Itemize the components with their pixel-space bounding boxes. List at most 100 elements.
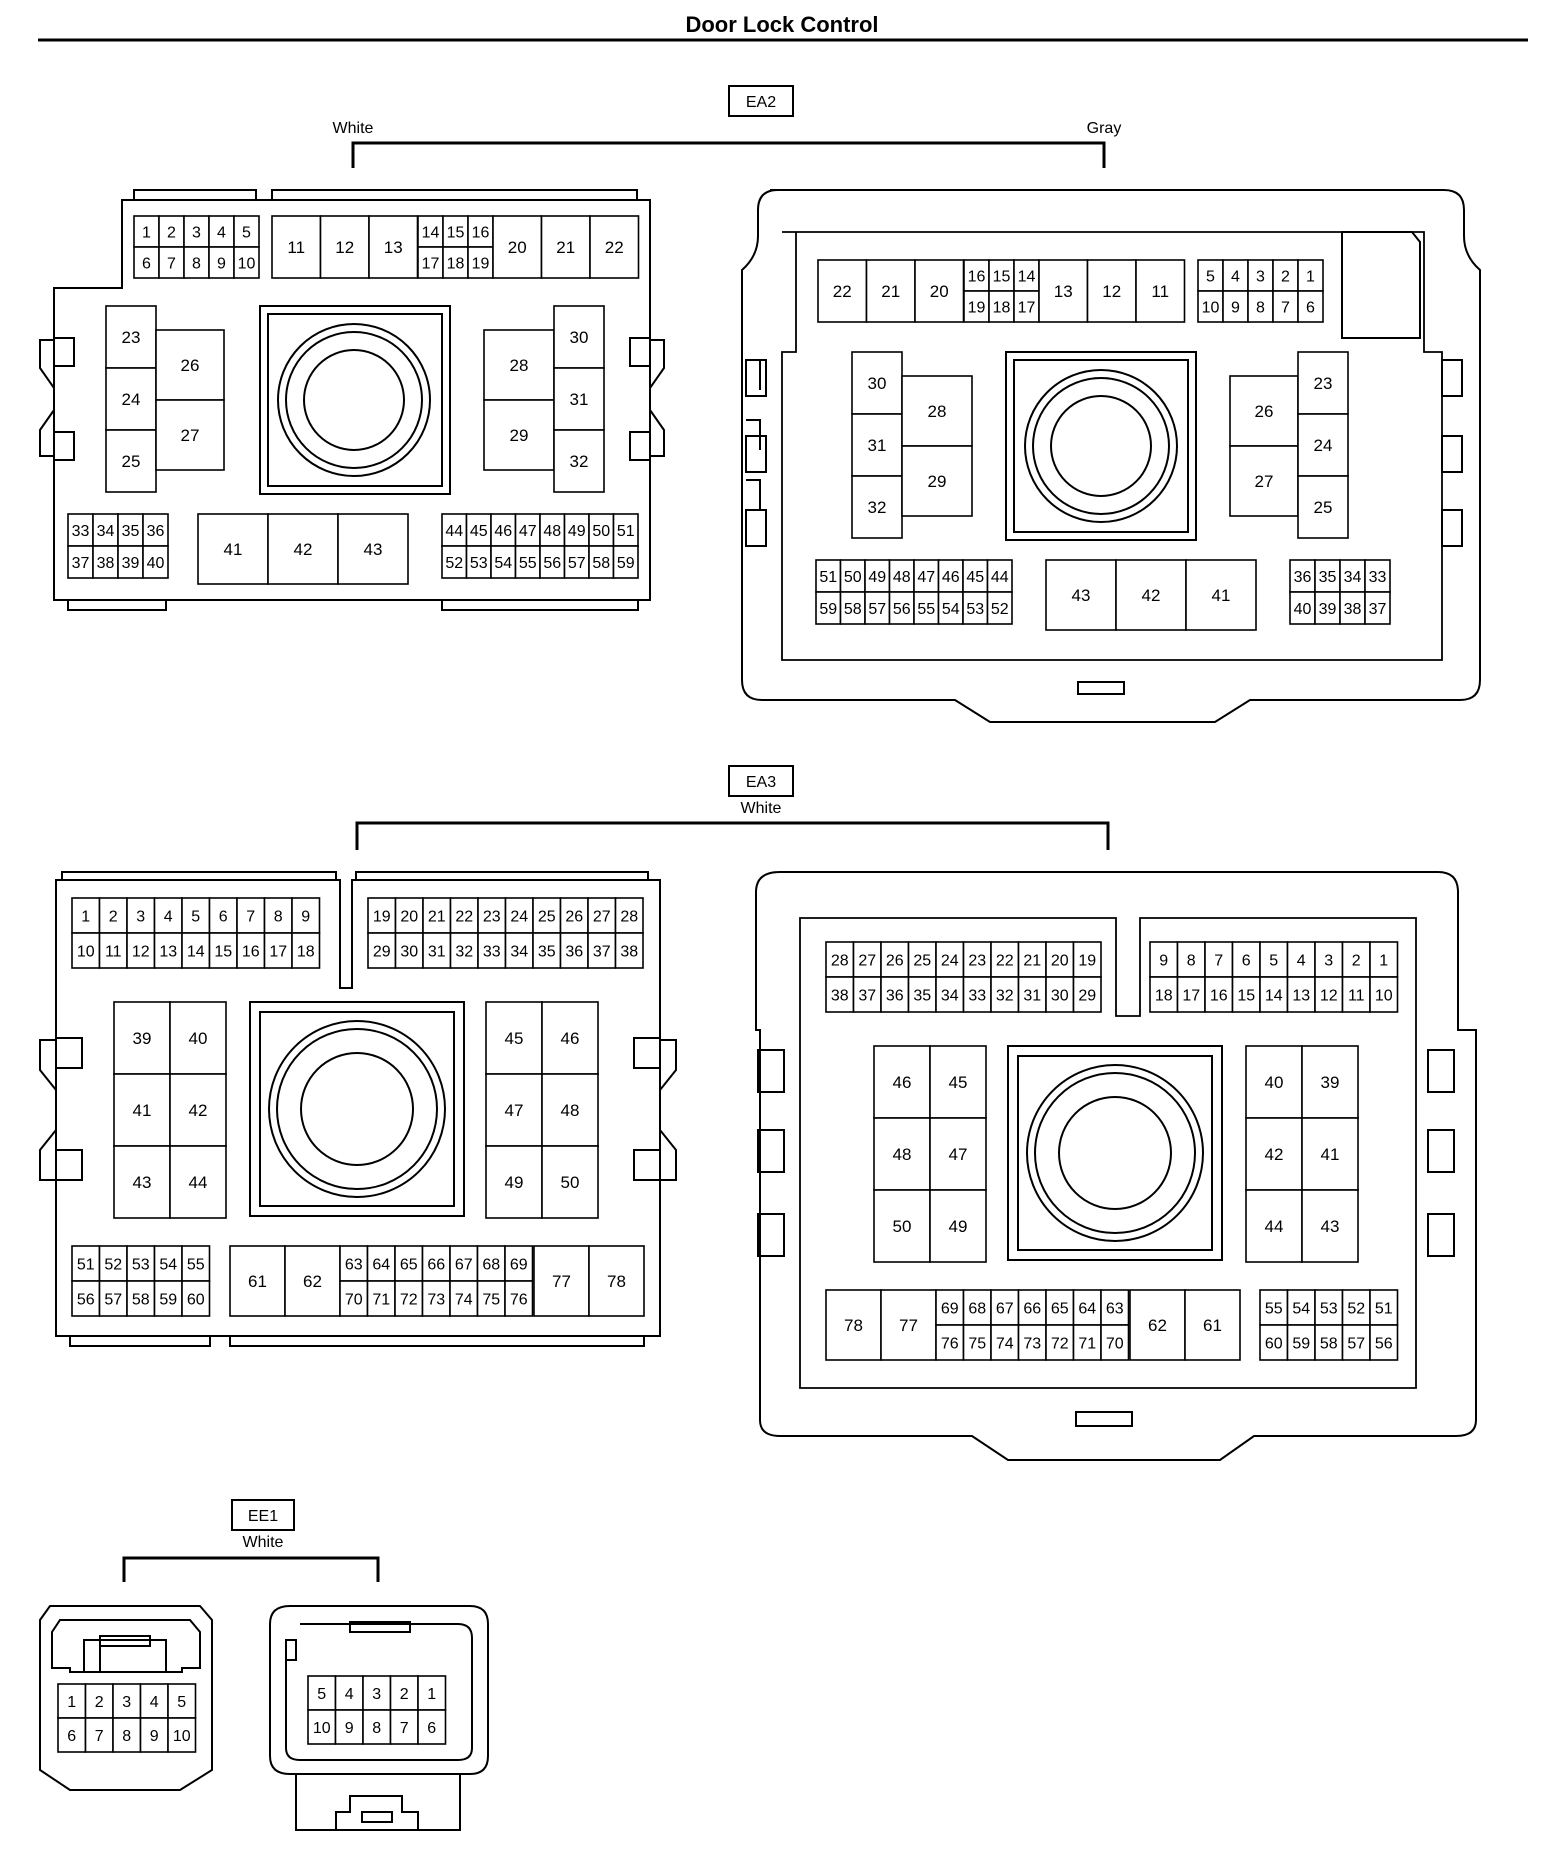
- pin-number: 56: [77, 1292, 95, 1309]
- pin-number: 4: [345, 1686, 354, 1703]
- pin-number: 78: [607, 1272, 626, 1291]
- pin-number: 32: [455, 944, 473, 961]
- pin-cavity: 39: [1314, 591, 1341, 625]
- pin-number: 40: [147, 555, 165, 572]
- pin-cavity: 16: [1204, 976, 1234, 1013]
- pin-cavity: 6: [1297, 290, 1324, 323]
- pin-cavity: 73: [421, 1280, 451, 1317]
- pin-cavity: 26: [880, 941, 910, 978]
- pin-number: 31: [570, 390, 589, 409]
- pin-cavity: 20: [914, 259, 965, 323]
- pin-number: 3: [192, 225, 201, 242]
- pin-number: 52: [1347, 1301, 1365, 1318]
- pin-number: 12: [335, 238, 354, 257]
- pin-number: 38: [1344, 601, 1362, 618]
- pin-cavity: 29: [483, 399, 555, 471]
- pin-cavity: 69: [935, 1289, 965, 1326]
- pin-number: 20: [1051, 953, 1069, 970]
- pin-number: 2: [95, 1694, 104, 1711]
- pin-cavity: 55: [514, 545, 541, 579]
- pin-cavity: 75: [476, 1280, 506, 1317]
- pin-cavity: 6: [133, 246, 160, 279]
- ee1-tag: EE1: [231, 1499, 295, 1531]
- pin-cavity: 44: [986, 559, 1013, 593]
- pin-cavity: 46: [873, 1045, 931, 1119]
- pin-number: 61: [248, 1272, 267, 1291]
- pin-number: 18: [1155, 988, 1173, 1005]
- pin-cavity: 7: [1272, 290, 1299, 323]
- pin-cavity: 27: [852, 941, 882, 978]
- pin-number: 30: [400, 944, 418, 961]
- pin-cavity: 6: [417, 1709, 447, 1745]
- pin-cavity: 52: [986, 591, 1013, 625]
- pin-number: 49: [868, 569, 886, 586]
- pin-number: 16: [242, 944, 260, 961]
- pin-cavity: 5: [1259, 941, 1289, 978]
- pin-number: 9: [345, 1720, 354, 1737]
- pin-number: 69: [941, 1301, 959, 1318]
- pin-number: 33: [483, 944, 501, 961]
- pin-number: 25: [1314, 498, 1333, 517]
- pin-cavity: 10: [1197, 290, 1224, 323]
- pin-cavity: 1: [133, 215, 160, 248]
- pin-cavity: 25: [907, 941, 937, 978]
- pin-number: 38: [97, 555, 115, 572]
- pin-cavity: 78: [588, 1245, 645, 1317]
- pin-number: 34: [510, 944, 528, 961]
- pin-cavity: 58: [839, 591, 866, 625]
- pin-number: 4: [150, 1694, 159, 1711]
- pin-number: 50: [561, 1173, 580, 1192]
- pin-number: 6: [1306, 300, 1315, 317]
- pin-number: 48: [893, 1145, 912, 1164]
- pin-cavity: 9: [1149, 941, 1179, 978]
- pin-cavity: 22: [449, 897, 479, 934]
- pin-cavity: 25: [105, 429, 157, 493]
- pin-number: 5: [317, 1686, 326, 1703]
- pin-cavity: 35: [532, 932, 562, 969]
- pin-cavity: 77: [880, 1289, 937, 1361]
- pin-number: 47: [519, 523, 537, 540]
- pin-cavity: 47: [913, 559, 940, 593]
- pin-number: 71: [1078, 1336, 1096, 1353]
- pin-cavity: 30: [394, 932, 424, 969]
- pin-cavity: 3: [1314, 941, 1344, 978]
- pin-number: 53: [132, 1257, 150, 1274]
- pin-cavity: 24: [504, 897, 534, 934]
- pin-number: 64: [1078, 1301, 1096, 1318]
- pin-number: 10: [238, 256, 256, 273]
- pin-cavity: 37: [1364, 591, 1391, 625]
- pin-number: 44: [1265, 1217, 1284, 1236]
- pin-number: 67: [455, 1257, 473, 1274]
- pin-number: 65: [400, 1257, 418, 1274]
- pin-number: 5: [242, 225, 251, 242]
- pin-cavity: 72: [394, 1280, 424, 1317]
- pin-cavity: 65: [1045, 1289, 1075, 1326]
- pin-cavity: 2: [84, 1683, 114, 1719]
- pin-cavity: 28: [825, 941, 855, 978]
- pin-number: 53: [966, 601, 984, 618]
- pin-number: 4: [164, 909, 173, 926]
- pin-number: 10: [173, 1728, 191, 1745]
- pin-number: 2: [109, 909, 118, 926]
- pin-number: 75: [968, 1336, 986, 1353]
- pin-cavity: 4: [153, 897, 183, 934]
- pin-number: 27: [858, 953, 876, 970]
- pin-cavity: 23: [477, 897, 507, 934]
- pin-number: 22: [455, 909, 473, 926]
- pin-cavity: 34: [92, 513, 119, 547]
- pin-cavity: 34: [1339, 559, 1366, 593]
- pin-number: 54: [494, 555, 512, 572]
- pin-cavity: 53: [465, 545, 492, 579]
- pin-number: 9: [301, 909, 310, 926]
- pin-number: 35: [1319, 569, 1337, 586]
- pin-cavity: 40: [1245, 1045, 1303, 1119]
- pin-cavity: 20: [394, 897, 424, 934]
- pin-number: 76: [941, 1336, 959, 1353]
- pin-number: 44: [991, 569, 1009, 586]
- pin-number: 7: [400, 1720, 409, 1737]
- pin-number: 31: [428, 944, 446, 961]
- pin-number: 23: [483, 909, 501, 926]
- ea3-male-housing: [755, 871, 1477, 1461]
